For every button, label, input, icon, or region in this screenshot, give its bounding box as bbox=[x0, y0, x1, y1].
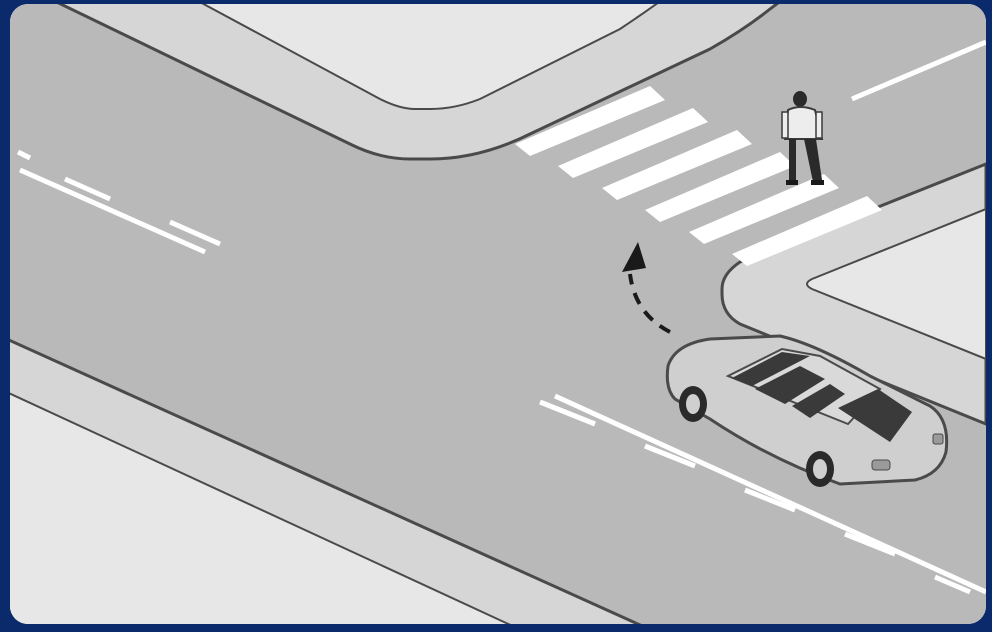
scene-container bbox=[10, 4, 986, 624]
intersection-illustration bbox=[10, 4, 986, 624]
